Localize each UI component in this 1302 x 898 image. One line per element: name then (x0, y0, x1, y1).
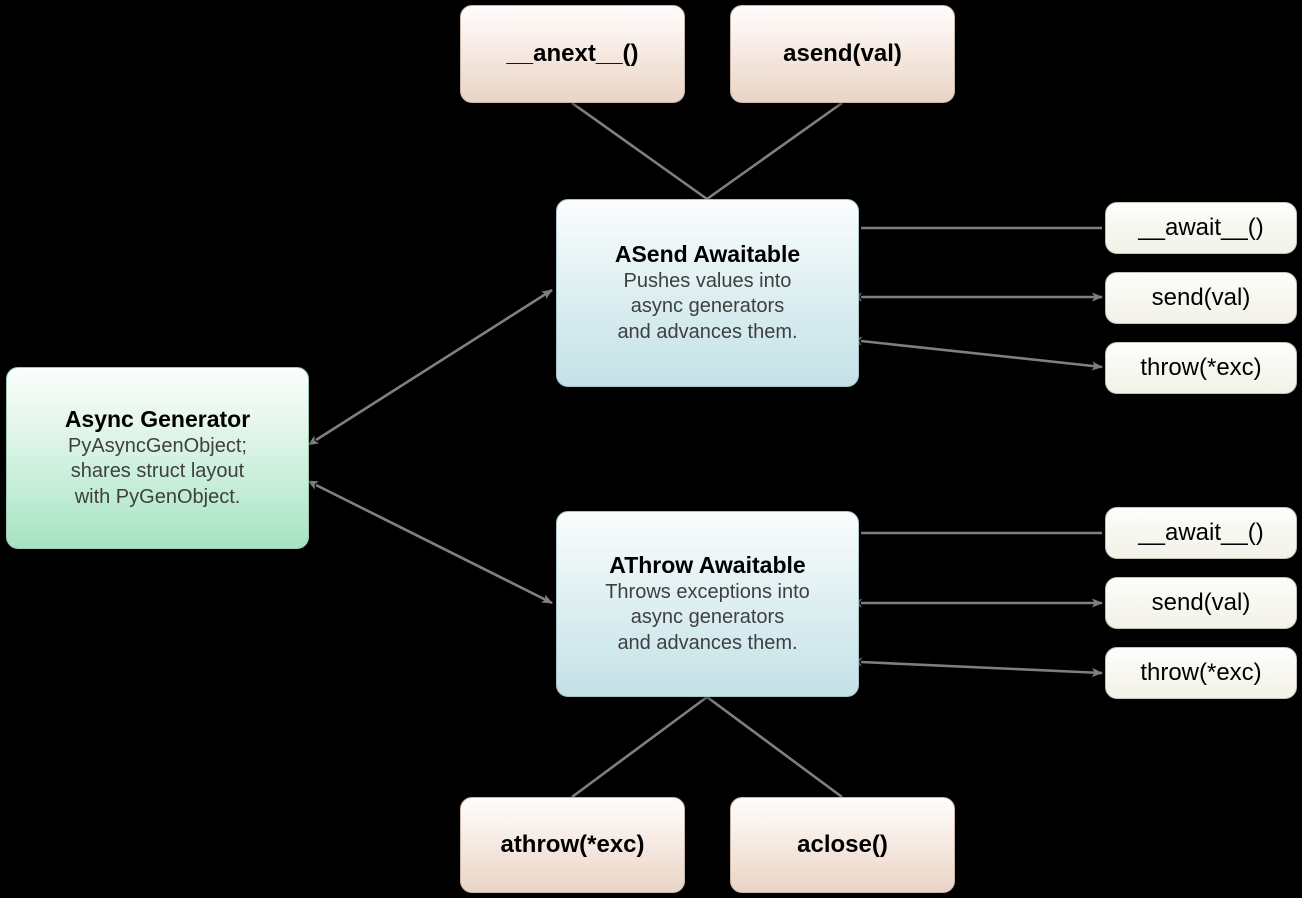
edge-gen-asend (307, 288, 553, 446)
node-athrow-op[interactable]: athrow(*exc) (460, 797, 685, 893)
node-asend-awaitable-desc-line-2: async generators (630, 295, 785, 318)
node-athrow-awaitable-title: AThrow Awaitable (609, 552, 806, 579)
node-asend-method-send[interactable]: send(val) (1105, 272, 1297, 324)
edge-aclose-to-athrow (706, 695, 843, 799)
node-aclose-label: aclose() (797, 831, 888, 858)
node-athrow-awaitable-desc-line-2: async generators (630, 606, 785, 629)
node-athrow-method-send-label: send(val) (1151, 589, 1251, 616)
node-async-generator-desc-line-3: with PyGenObject. (74, 486, 241, 509)
edge-athrow-throw (851, 657, 1103, 678)
node-asend-awaitable-title: ASend Awaitable (614, 241, 801, 268)
node-athrow-method-throw[interactable]: throw(*exc) (1105, 647, 1297, 699)
node-athrow-method-await[interactable]: __await__() (1105, 507, 1297, 559)
node-asend-awaitable-desc-line-3: and advances them. (617, 321, 798, 344)
node-anext[interactable]: __anext__() (460, 5, 685, 103)
node-asend-awaitable-desc-line-1: Pushes values into (623, 269, 792, 292)
edge-asend-op-to-asend (706, 101, 843, 201)
edge-gen-athrow (307, 480, 553, 605)
node-async-generator-title: Async Generator (64, 406, 251, 433)
node-anext-label: __anext__() (506, 40, 639, 67)
edge-anext-to-asend (571, 101, 708, 201)
node-async-generator[interactable]: Async Generator PyAsyncGenObject; shares… (6, 367, 309, 549)
node-athrow-awaitable-desc-line-3: and advances them. (617, 632, 798, 655)
node-asend-method-await-label: __await__() (1138, 214, 1264, 241)
node-athrow-op-label: athrow(*exc) (500, 831, 645, 858)
edge-athrow-op-to-athrow (571, 695, 708, 799)
node-asend-method-await[interactable]: __await__() (1105, 202, 1297, 254)
node-async-generator-desc-line-2: shares struct layout (70, 460, 245, 483)
node-aclose[interactable]: aclose() (730, 797, 955, 893)
node-asend-op-label: asend(val) (783, 40, 902, 67)
node-athrow-awaitable-desc-line-1: Throws exceptions into (605, 580, 810, 603)
node-athrow-method-send[interactable]: send(val) (1105, 577, 1297, 629)
node-asend-method-throw[interactable]: throw(*exc) (1105, 342, 1297, 394)
edge-asend-throw (851, 336, 1103, 371)
node-async-generator-desc-line-1: PyAsyncGenObject; (68, 434, 247, 457)
node-asend-op[interactable]: asend(val) (730, 5, 955, 103)
node-athrow-method-await-label: __await__() (1138, 519, 1264, 546)
node-athrow-awaitable[interactable]: AThrow Awaitable Throws exceptions into … (556, 511, 859, 697)
node-asend-awaitable[interactable]: ASend Awaitable Pushes values into async… (556, 199, 859, 387)
node-athrow-method-throw-label: throw(*exc) (1140, 659, 1262, 686)
node-asend-method-send-label: send(val) (1151, 284, 1251, 311)
node-asend-method-throw-label: throw(*exc) (1140, 354, 1262, 381)
